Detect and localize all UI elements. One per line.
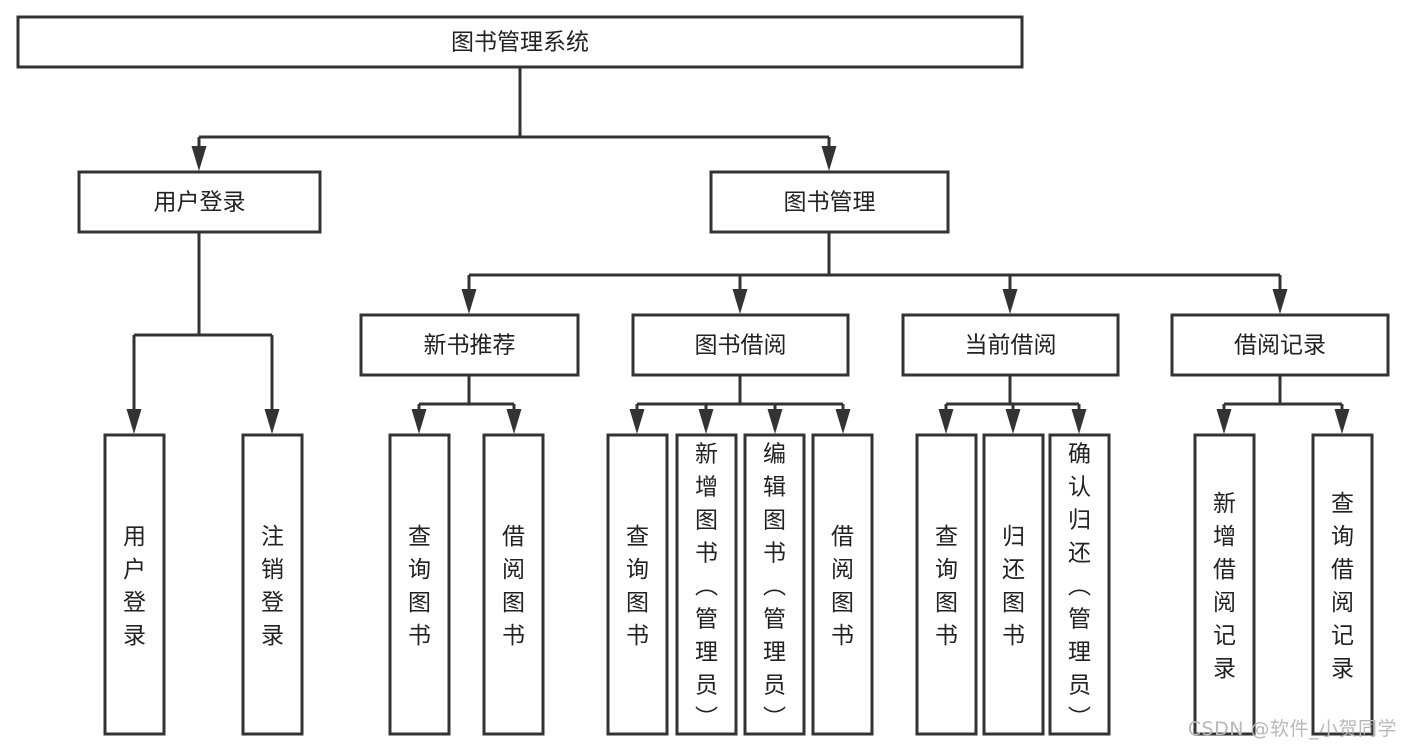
arrow-head-icon xyxy=(191,146,207,171)
arrow-head-icon xyxy=(767,409,783,434)
arrow-head-icon xyxy=(629,409,645,434)
node-leaf-query-book-b[interactable]: 查询图书 xyxy=(606,433,669,736)
node-leaf-borrow-book-rec[interactable]: 借阅图书 xyxy=(482,433,545,736)
node-box[interactable] xyxy=(1048,433,1111,736)
node-leaf-add-record[interactable]: 新增借阅记录 xyxy=(1193,433,1256,736)
node-leaf-add-book[interactable]: 新增图书︵管理员︶ xyxy=(675,433,738,736)
node-box[interactable] xyxy=(103,433,166,736)
node-label: 编辑图书︵管理员︶ xyxy=(763,442,786,732)
arrow-head-icon xyxy=(835,409,851,434)
node-box[interactable] xyxy=(1170,313,1390,377)
node-box[interactable] xyxy=(241,433,304,736)
arrow-head-icon xyxy=(411,409,427,434)
node-leaf-logout[interactable]: 注销登录 xyxy=(241,433,304,736)
node-box[interactable] xyxy=(77,170,322,234)
arrow-head-icon xyxy=(1071,409,1087,434)
arrow-head-icon xyxy=(1272,289,1288,314)
node-leaf-edit-book[interactable]: 编辑图书︵管理员︶ xyxy=(743,433,806,736)
arrow-head-icon xyxy=(264,409,280,434)
arrow-head-icon xyxy=(821,146,837,171)
node-leaf-query-book-rec[interactable]: 查询图书 xyxy=(388,433,451,736)
node-box[interactable] xyxy=(709,170,950,234)
node-label: 借阅图书 xyxy=(831,524,854,649)
node-leaf-borrow-book-b[interactable]: 借阅图书 xyxy=(811,433,874,736)
connector-group xyxy=(629,375,851,434)
node-box[interactable] xyxy=(359,313,580,377)
connector-group xyxy=(938,375,1087,434)
node-box[interactable] xyxy=(901,313,1120,377)
arrow-head-icon xyxy=(126,409,142,434)
node-label: 图书管理系统 xyxy=(451,30,589,56)
arrow-head-icon xyxy=(1005,409,1021,434)
node-label: 注销登录 xyxy=(261,524,284,649)
node-root[interactable]: 图书管理系统 xyxy=(16,15,1024,69)
node-box[interactable] xyxy=(1311,433,1374,736)
node-label: 图书管理 xyxy=(784,190,876,216)
node-leaf-query-record[interactable]: 查询借阅记录 xyxy=(1311,433,1374,736)
node-box[interactable] xyxy=(1193,433,1256,736)
arrow-head-icon xyxy=(506,409,522,434)
nodes-layer: 图书管理系统用户登录图书管理新书推荐图书借阅当前借阅借阅记录用户登录注销登录查询… xyxy=(16,15,1390,736)
node-box[interactable] xyxy=(606,433,669,736)
node-box[interactable] xyxy=(982,433,1045,736)
node-leaf-return-book[interactable]: 归还图书 xyxy=(982,433,1045,736)
node-new-book-rec[interactable]: 新书推荐 xyxy=(359,313,580,377)
arrow-head-icon xyxy=(1002,289,1018,314)
node-label: 借阅图书 xyxy=(502,524,525,649)
csdn-watermark: CSDN @软件_小贺同学 xyxy=(1187,718,1397,740)
node-current-borrow[interactable]: 当前借阅 xyxy=(901,313,1120,377)
node-box[interactable] xyxy=(388,433,451,736)
node-label: 借阅记录 xyxy=(1234,333,1326,359)
node-user-login[interactable]: 用户登录 xyxy=(77,170,322,234)
arrow-head-icon xyxy=(461,289,477,314)
node-box[interactable] xyxy=(743,433,806,736)
node-borrow-record[interactable]: 借阅记录 xyxy=(1170,313,1390,377)
connector-group xyxy=(461,232,1288,314)
arrow-head-icon xyxy=(698,409,714,434)
node-leaf-confirm-return[interactable]: 确认归还︵管理员︶ xyxy=(1048,433,1111,736)
node-label: 确认归还︵管理员︶ xyxy=(1068,442,1091,732)
connector-group xyxy=(411,375,522,434)
node-label: 查询图书 xyxy=(626,524,649,649)
node-label: 用户登录 xyxy=(154,190,246,216)
node-leaf-user-login[interactable]: 用户登录 xyxy=(103,433,166,736)
node-label: 查询借阅记录 xyxy=(1331,491,1354,682)
node-book-manage[interactable]: 图书管理 xyxy=(709,170,950,234)
node-box[interactable] xyxy=(482,433,545,736)
node-label: 新增借阅记录 xyxy=(1213,491,1236,682)
arrow-head-icon xyxy=(1334,409,1350,434)
node-label: 当前借阅 xyxy=(965,333,1057,359)
node-label: 查询图书 xyxy=(408,524,431,649)
node-box[interactable] xyxy=(811,433,874,736)
connector-group xyxy=(191,67,837,171)
node-label: 新增图书︵管理员︶ xyxy=(695,442,718,732)
node-label: 图书借阅 xyxy=(695,333,787,359)
node-box[interactable] xyxy=(675,433,738,736)
node-label: 归还图书 xyxy=(1002,524,1025,649)
node-box[interactable] xyxy=(631,313,850,377)
connectors-layer xyxy=(126,67,1350,434)
node-label: 查询图书 xyxy=(935,524,958,649)
node-book-borrow[interactable]: 图书借阅 xyxy=(631,313,850,377)
connector-group xyxy=(1216,375,1350,434)
arrow-head-icon xyxy=(1216,409,1232,434)
node-box[interactable] xyxy=(16,15,1024,69)
node-label: 用户登录 xyxy=(123,524,146,649)
node-leaf-query-book-c[interactable]: 查询图书 xyxy=(915,433,978,736)
arrow-head-icon xyxy=(938,409,954,434)
connector-group xyxy=(126,232,280,434)
arrow-head-icon xyxy=(732,289,748,314)
node-label: 新书推荐 xyxy=(424,333,516,359)
node-box[interactable] xyxy=(915,433,978,736)
